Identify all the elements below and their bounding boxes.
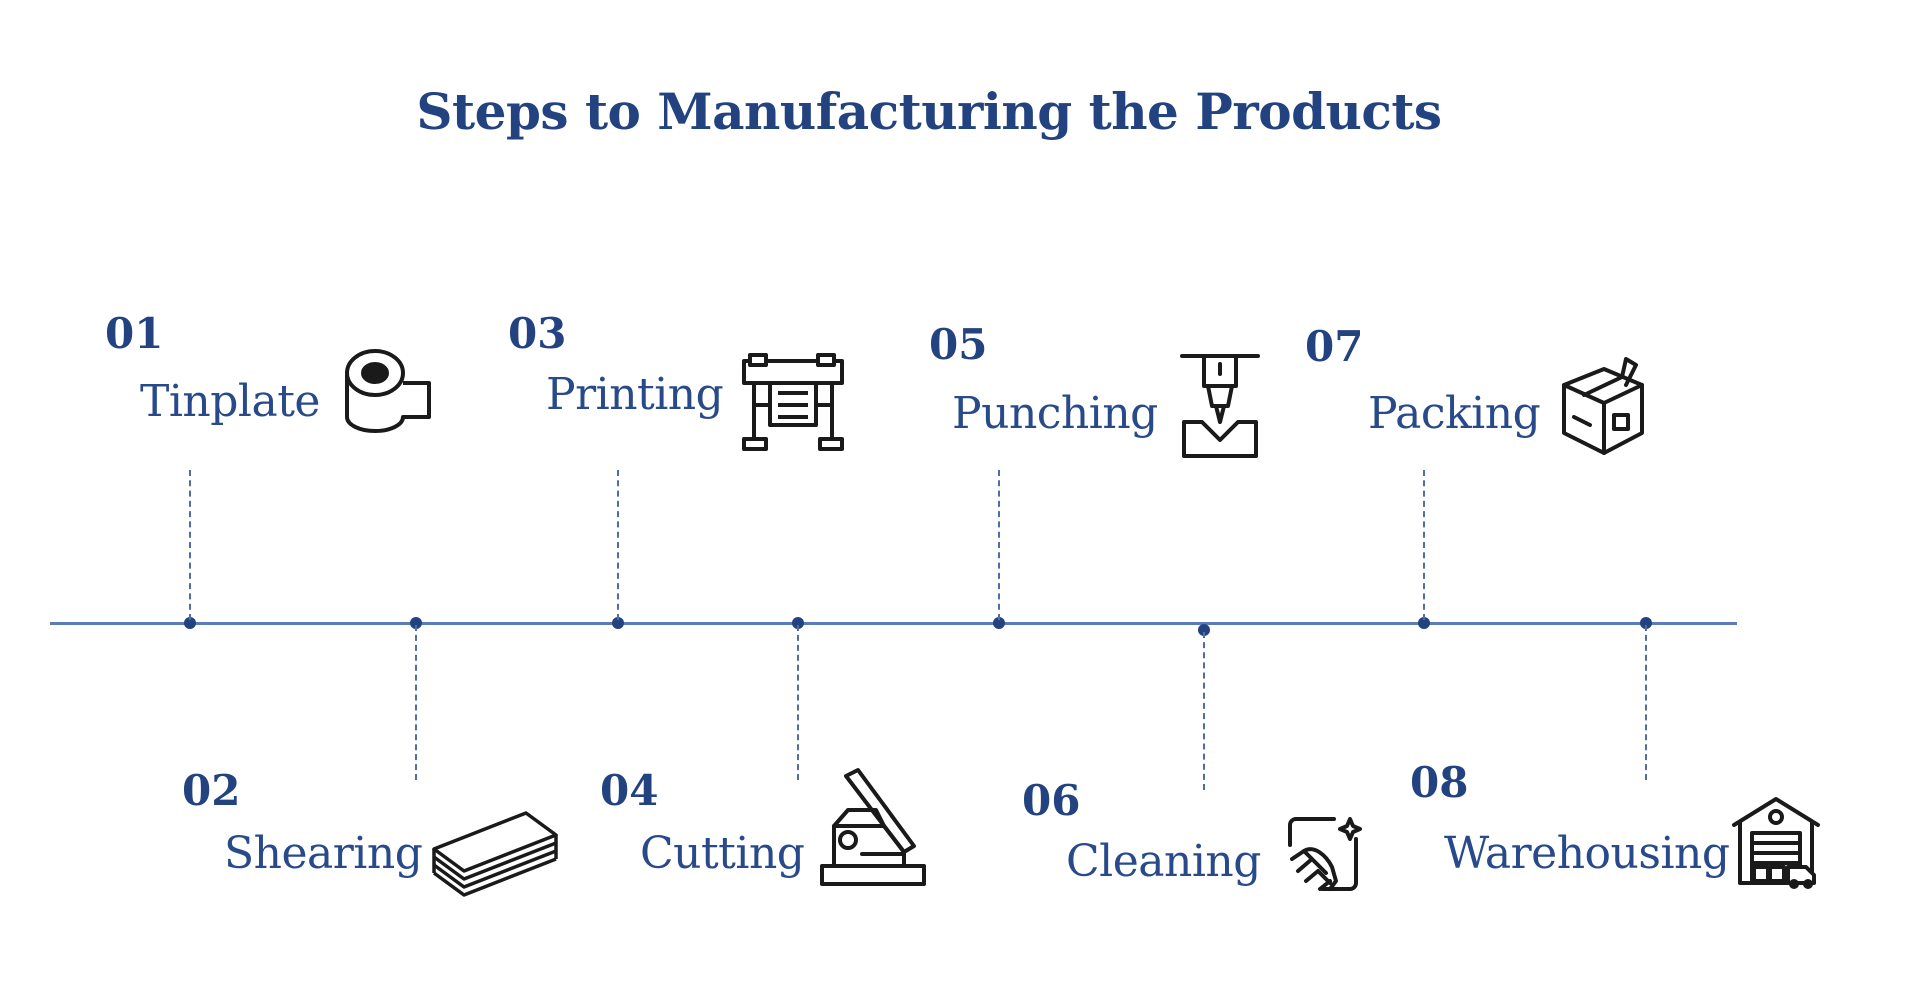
box-taping-icon bbox=[1560, 355, 1646, 457]
step-number: 01 bbox=[105, 309, 164, 358]
step-label: Packing bbox=[1368, 388, 1541, 439]
connector-line bbox=[1645, 625, 1647, 780]
step-label: Tinplate bbox=[140, 376, 320, 427]
step-label: Shearing bbox=[224, 828, 423, 879]
step-number: 02 bbox=[182, 766, 241, 815]
sheet-stack-icon bbox=[430, 805, 560, 897]
connector-line bbox=[415, 625, 417, 780]
connector-line bbox=[189, 470, 191, 620]
hand-cleaning-icon bbox=[1286, 815, 1362, 893]
page-title: Steps to Manufacturing the Products bbox=[416, 82, 1442, 141]
step-number: 03 bbox=[508, 309, 567, 358]
connector-line bbox=[998, 470, 1000, 620]
step-label: Punching bbox=[952, 388, 1158, 439]
timeline-dot bbox=[184, 617, 196, 629]
step-label: Cleaning bbox=[1066, 836, 1261, 887]
timeline-dot bbox=[1418, 617, 1430, 629]
warehouse-icon bbox=[1732, 795, 1822, 889]
tape-roll-icon bbox=[343, 345, 435, 435]
paper-cutter-icon bbox=[818, 768, 928, 888]
timeline-dot bbox=[993, 617, 1005, 629]
step-number: 05 bbox=[929, 320, 988, 369]
step-label: Printing bbox=[546, 369, 724, 420]
step-number: 04 bbox=[600, 766, 659, 815]
timeline-axis bbox=[50, 622, 1737, 625]
step-number: 06 bbox=[1022, 776, 1081, 825]
step-label: Warehousing bbox=[1444, 828, 1730, 879]
connector-line bbox=[617, 470, 619, 620]
punch-press-icon bbox=[1180, 352, 1260, 460]
timeline-dot bbox=[1640, 617, 1652, 629]
printing-press-icon bbox=[740, 353, 846, 453]
step-label: Cutting bbox=[640, 828, 805, 879]
connector-line bbox=[797, 625, 799, 780]
timeline-dot bbox=[792, 617, 804, 629]
timeline-dot bbox=[1198, 624, 1210, 636]
timeline-dot bbox=[612, 617, 624, 629]
connector-line bbox=[1423, 470, 1425, 620]
timeline-dot bbox=[410, 617, 422, 629]
connector-line bbox=[1203, 632, 1205, 790]
step-number: 08 bbox=[1410, 758, 1469, 807]
step-number: 07 bbox=[1305, 322, 1364, 371]
